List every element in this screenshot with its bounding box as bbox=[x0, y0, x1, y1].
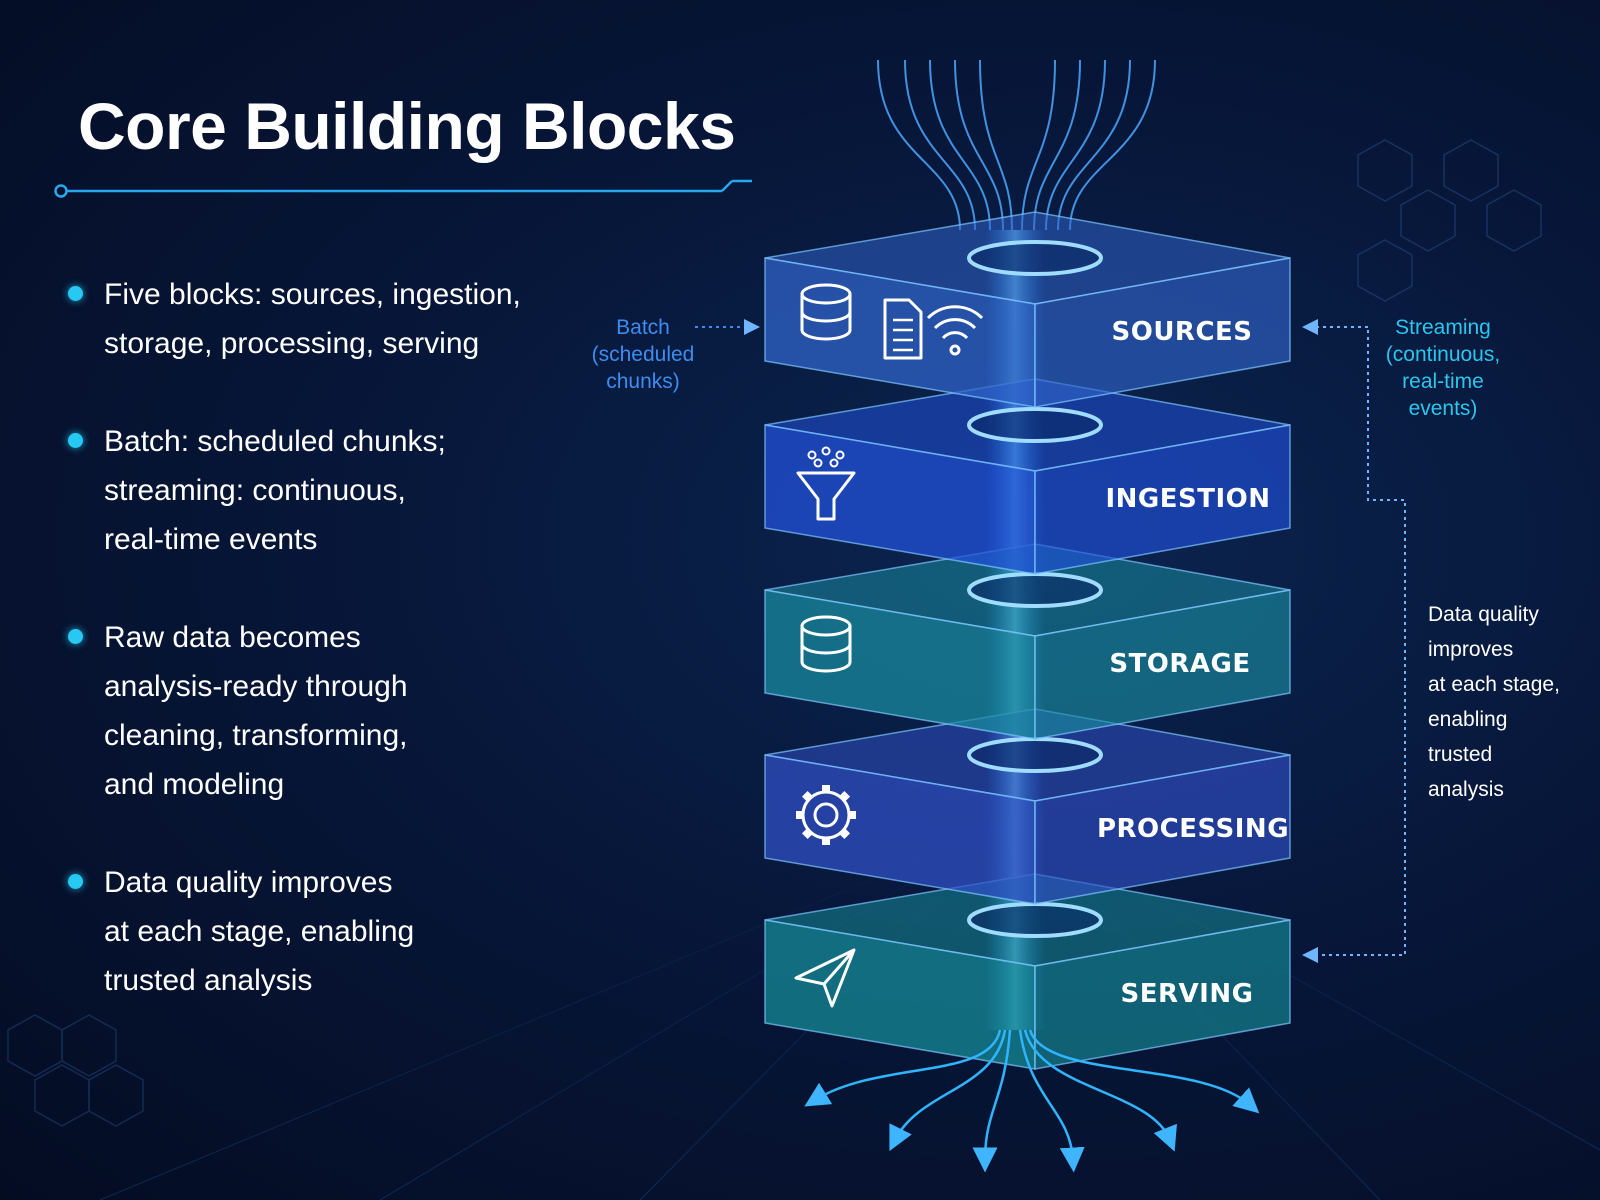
layer-label: SOURCES bbox=[1111, 317, 1252, 347]
bullet-line: Batch: scheduled chunks; bbox=[104, 425, 446, 458]
batch-annotation: Batch (scheduled chunks) bbox=[578, 314, 708, 395]
quality-line: analysis bbox=[1428, 778, 1504, 801]
streaming-line: Streaming bbox=[1395, 316, 1491, 339]
quality-line: at each stage, bbox=[1428, 673, 1560, 696]
quality-line: enabling bbox=[1428, 708, 1508, 731]
outgoing-streams bbox=[804, 1029, 1260, 1173]
layer-label: STORAGE bbox=[1109, 649, 1250, 679]
bullet-line: streaming: continuous, bbox=[104, 474, 406, 507]
batch-line: Batch bbox=[616, 316, 670, 339]
gear-icon bbox=[796, 785, 856, 845]
hex-decor-left bbox=[7, 1014, 144, 1127]
bullet-line: Data quality improves bbox=[104, 866, 393, 899]
bullet-line: trusted analysis bbox=[104, 964, 313, 997]
layer-label: PROCESSING bbox=[1097, 814, 1289, 844]
database-icon bbox=[800, 615, 852, 673]
bullet-dot-icon bbox=[68, 874, 83, 889]
quality-line: improves bbox=[1428, 638, 1514, 661]
bullet-item: Data quality improves at each stage, ena… bbox=[66, 858, 566, 1005]
bullet-item: Batch: scheduled chunks; streaming: cont… bbox=[66, 417, 566, 564]
page-title: Core Building Blocks bbox=[78, 89, 736, 163]
bullet-dot-icon bbox=[68, 629, 83, 644]
streaming-line: events) bbox=[1408, 397, 1478, 420]
bullet-line: at each stage, enabling bbox=[104, 915, 415, 948]
bullet-dot-icon bbox=[68, 286, 83, 301]
layer-processing: PROCESSING bbox=[764, 708, 1291, 905]
streaming-annotation: Streaming (continuous, real-time events) bbox=[1378, 314, 1508, 422]
bullet-item: Raw data becomes analysis-ready through … bbox=[66, 613, 566, 809]
layer-storage: STORAGE bbox=[764, 543, 1291, 740]
bullet-item: Five blocks: sources, ingestion, storage… bbox=[66, 270, 566, 368]
streaming-line: real-time bbox=[1402, 370, 1484, 393]
bullet-line: real-time events bbox=[104, 523, 318, 556]
layer-label: SERVING bbox=[1121, 979, 1254, 1009]
wifi-icon bbox=[926, 305, 984, 356]
paper-plane-icon bbox=[794, 948, 856, 1008]
batch-line: chunks) bbox=[606, 370, 680, 393]
incoming-streams bbox=[877, 59, 1156, 231]
quality-bracket bbox=[1302, 330, 1406, 963]
document-icon bbox=[883, 298, 923, 360]
quality-annotation: Data quality improves at each stage, ena… bbox=[1428, 597, 1598, 807]
title-underline bbox=[54, 179, 752, 198]
batch-line: (scheduled bbox=[591, 343, 695, 366]
streaming-line: (continuous, bbox=[1385, 343, 1501, 366]
bullet-line: cleaning, transforming, bbox=[104, 719, 408, 752]
bullet-line: Raw data becomes bbox=[104, 621, 361, 654]
database-icon bbox=[800, 283, 852, 341]
bullet-line: and modeling bbox=[104, 768, 285, 801]
hex-decor-right bbox=[1357, 139, 1542, 302]
quality-line: trusted bbox=[1428, 743, 1493, 766]
bullet-line: storage, processing, serving bbox=[104, 327, 480, 360]
bullet-line: analysis-ready through bbox=[104, 670, 408, 703]
quality-line: Data quality bbox=[1428, 603, 1539, 626]
bullet-line: Five blocks: sources, ingestion, bbox=[104, 278, 521, 311]
bullet-dot-icon bbox=[68, 433, 83, 448]
layer-label: INGESTION bbox=[1105, 484, 1270, 514]
layer-sources: SOURCES bbox=[764, 211, 1291, 408]
layer-ingestion: INGESTION bbox=[764, 378, 1291, 575]
layer-serving: SERVING bbox=[764, 873, 1291, 1070]
funnel-icon bbox=[796, 446, 856, 521]
